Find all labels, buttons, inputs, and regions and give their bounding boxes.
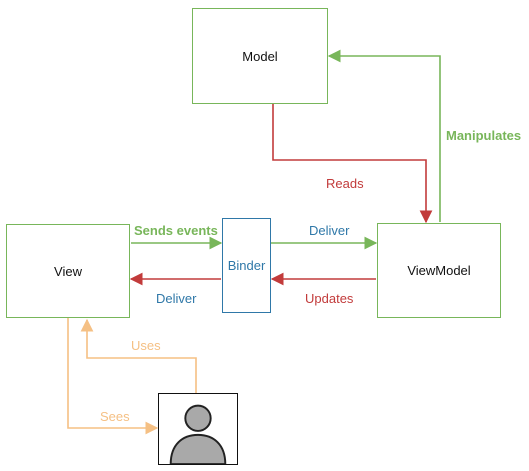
deliver-top-label: Deliver [309, 223, 350, 238]
user-box [158, 393, 238, 465]
manipulates-label: Manipulates [446, 128, 522, 143]
sends-events-label: Sends events [134, 223, 218, 238]
model-label: Model [242, 48, 278, 64]
binder-label: Binder [227, 258, 266, 273]
viewmodel-label: ViewModel [407, 263, 471, 278]
user-avatar-icon [169, 404, 227, 464]
viewmodel-box: ViewModel [377, 223, 501, 318]
reads-connector [272, 104, 433, 224]
view-box: View [6, 224, 130, 318]
model-box: Model [192, 8, 328, 104]
binder-box: Binder [222, 218, 271, 313]
manipulates-connector [327, 49, 441, 222]
uses-label: Uses [131, 338, 161, 353]
uses-connector [80, 318, 197, 393]
deliver-bottom-label: Deliver [156, 291, 197, 306]
sees-label: Sees [100, 409, 130, 424]
view-label: View [54, 263, 82, 279]
updates-label: Updates [305, 291, 354, 306]
reads-label: Reads [326, 176, 364, 191]
